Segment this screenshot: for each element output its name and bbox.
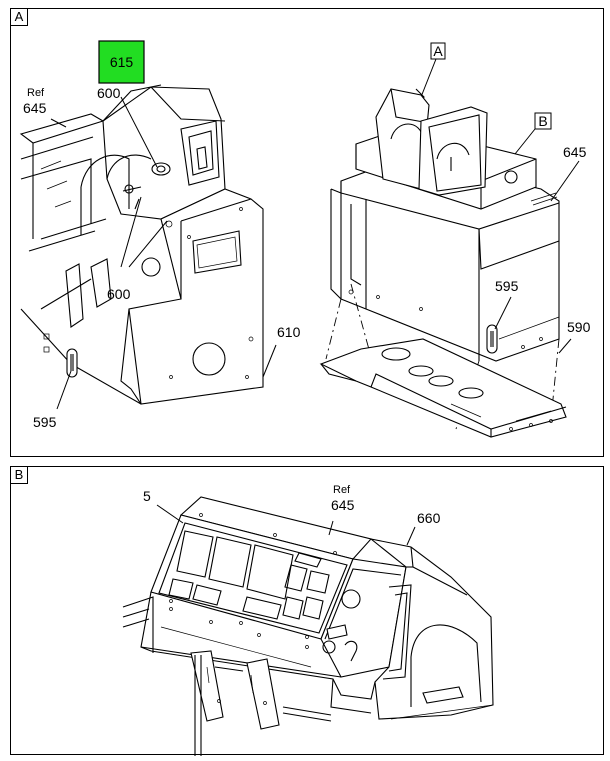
callout-645-b[interactable]: 645 [331, 497, 355, 513]
upper-housing [80, 86, 226, 235]
main-tag-b[interactable]: B [538, 113, 547, 129]
detail-a-drawing: 615 [19, 40, 591, 438]
callout-645-main[interactable]: 645 [563, 144, 587, 160]
callout-615-box[interactable] [98, 40, 145, 84]
panel-tag-b: B [11, 467, 28, 484]
callout-590[interactable]: 590 [567, 319, 591, 335]
callout-600-top[interactable]: 600 [97, 85, 121, 101]
dash-panel [122, 496, 494, 756]
left-brackets [40, 258, 112, 378]
callout-615[interactable]: 615 [110, 54, 134, 70]
main-assembly: A B [319, 42, 580, 438]
ref-label-a: Ref [27, 87, 45, 99]
callout-595-a[interactable]: 595 [33, 414, 57, 430]
leaders-b [156, 504, 416, 546]
panel-tag-a: A [11, 9, 28, 26]
callout-660[interactable]: 660 [417, 510, 441, 526]
callout-610[interactable]: 610 [277, 324, 301, 340]
detail-panel-b: B [10, 466, 604, 756]
lower-body [20, 188, 264, 405]
bolts-600 [122, 184, 142, 210]
detail-b-drawing: 5 Ref 645 660 [122, 484, 494, 756]
callout-595-main[interactable]: 595 [495, 278, 519, 294]
main-tag-a[interactable]: A [433, 43, 443, 59]
leaders-a [50, 96, 277, 410]
frame-rails [19, 84, 162, 252]
callout-645-a[interactable]: 645 [23, 100, 47, 116]
callout-5[interactable]: 5 [143, 488, 151, 504]
detail-panel-a: A 615 [10, 8, 604, 457]
ref-label-b: Ref [333, 484, 351, 496]
callout-600-bottom[interactable]: 600 [107, 286, 131, 302]
